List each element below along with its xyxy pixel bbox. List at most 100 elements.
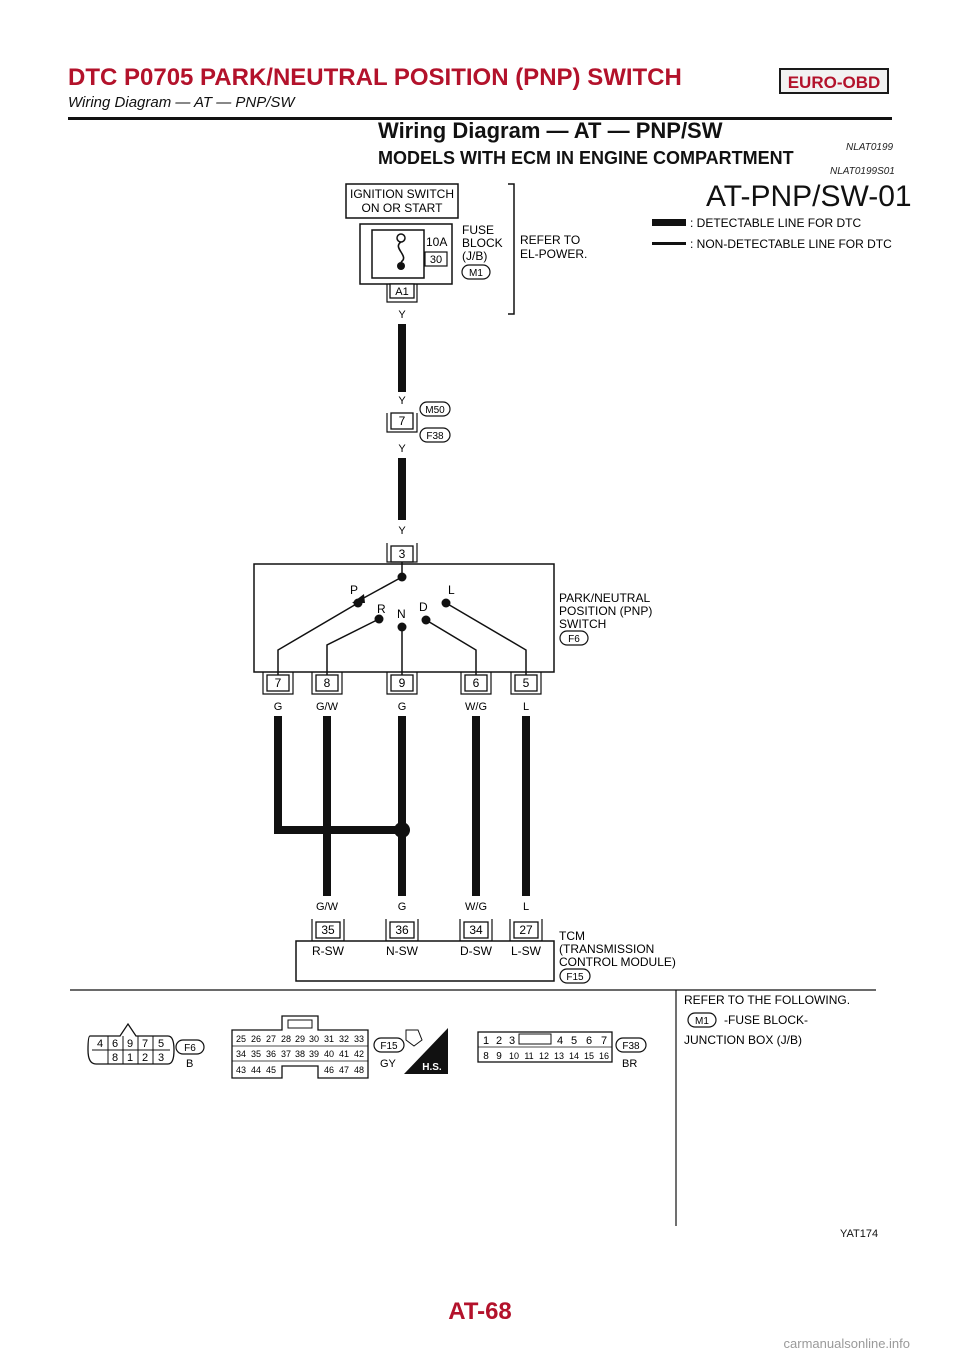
f15-pin: 25 bbox=[236, 1034, 246, 1044]
diagram-code: AT-PNP/SW-01 bbox=[706, 180, 912, 213]
refer-bracket bbox=[508, 183, 515, 315]
f38-pin: 2 bbox=[496, 1035, 502, 1047]
wire-g-pin7-down bbox=[274, 716, 282, 832]
connector-f15-pins: 25 26 27 28 29 30 31 32 33 34 35 36 37 3… bbox=[236, 1034, 364, 1075]
pnp-label-line2: POSITION (PNP) bbox=[559, 604, 652, 618]
refer-following-connector-oval bbox=[687, 1012, 717, 1028]
header-divider bbox=[68, 117, 892, 120]
tcm-label-line2: (TRANSMISSION bbox=[559, 942, 654, 956]
f15-pin: 48 bbox=[354, 1065, 364, 1075]
f38-pin: 10 bbox=[509, 1051, 519, 1061]
f15-pin: 47 bbox=[339, 1065, 349, 1075]
pnp-label-l: L bbox=[448, 583, 455, 597]
wire-color-g-pin9: G bbox=[398, 701, 407, 713]
f6-pin: 4 bbox=[97, 1038, 103, 1050]
f15-pin: 45 bbox=[266, 1065, 276, 1075]
connector-f6-oval bbox=[175, 1039, 205, 1055]
connector-f6-color: B bbox=[186, 1058, 193, 1070]
tcm-pin-34: 34 bbox=[469, 923, 483, 937]
pnp-lead-l bbox=[445, 602, 527, 676]
tcm-pin-box-27 bbox=[513, 921, 539, 939]
pnp-lead-p bbox=[277, 602, 359, 676]
f6-pin: 9 bbox=[127, 1038, 133, 1050]
f15-pin: 38 bbox=[295, 1049, 305, 1059]
f15-pin: 44 bbox=[251, 1065, 261, 1075]
pnp-switch: 3 P R N D L PARK/NEUTRAL POSITION (PNP) … bbox=[253, 543, 652, 695]
fuse-connector-oval bbox=[461, 264, 491, 280]
wire-wg bbox=[472, 716, 480, 896]
tcm-pin-27: 27 bbox=[519, 923, 533, 937]
tcm-box bbox=[295, 940, 555, 982]
pnp-lead-r bbox=[326, 618, 380, 676]
f6-pin: 5 bbox=[158, 1038, 164, 1050]
connector-f15-outline bbox=[231, 1015, 369, 1079]
pnp-pin-box-6 bbox=[464, 674, 488, 692]
fuse-terminal-bracket bbox=[386, 284, 418, 303]
euro-obd-badge: EURO-OBD bbox=[779, 68, 889, 94]
pnp-connector-oval bbox=[559, 630, 589, 646]
ignition-switch-box bbox=[345, 183, 459, 219]
fuse-label-line2: BLOCK bbox=[462, 236, 503, 250]
pnp-pin-7: 7 bbox=[275, 676, 282, 690]
pnp-pin-bracket-5 bbox=[510, 672, 542, 695]
f38-pin: 7 bbox=[601, 1035, 607, 1047]
pnp-label-p: P bbox=[350, 583, 358, 597]
f6-pin: 2 bbox=[142, 1052, 148, 1064]
wire-color-y-4: Y bbox=[398, 525, 406, 537]
wire-y-segment-1 bbox=[398, 324, 406, 392]
connector-f15-color: GY bbox=[380, 1058, 397, 1070]
wire-color-gw-pin8: G/W bbox=[316, 701, 339, 713]
wire-gw bbox=[323, 716, 331, 896]
joint-connector-bracket bbox=[386, 413, 418, 433]
page-number: AT-68 bbox=[448, 1298, 512, 1325]
fuse-terminal-box bbox=[389, 283, 415, 299]
joint-connector-f38-oval bbox=[419, 427, 451, 443]
f15-pin: 26 bbox=[251, 1034, 261, 1044]
wire-color-g-pin7: G bbox=[274, 701, 283, 713]
harness-wires bbox=[274, 716, 530, 896]
f6-pin: 1 bbox=[127, 1052, 133, 1064]
joint-connector-m50-oval bbox=[419, 401, 451, 417]
refer-following-connector: M1 bbox=[695, 1016, 709, 1027]
section-title-id: NLAT0199 bbox=[846, 142, 894, 153]
pnp-pin-box-8 bbox=[315, 674, 339, 692]
f6-pin: 3 bbox=[158, 1052, 164, 1064]
ignition-switch-line1: IGNITION SWITCH bbox=[350, 187, 454, 201]
hs-triangle bbox=[404, 1028, 448, 1074]
tcm-label-line3: CONTROL MODULE) bbox=[559, 955, 676, 969]
connector-f15-name: F15 bbox=[380, 1041, 398, 1052]
fuse-terminal-bottom bbox=[397, 262, 405, 270]
pnp-label-line3: SWITCH bbox=[559, 617, 606, 631]
wire-y-segment-2 bbox=[398, 458, 406, 520]
connector-f38-face: 1 2 3 4 5 6 7 8 9 10 11 12 13 14 15 16 F… bbox=[477, 1031, 647, 1070]
f15-pin: 29 bbox=[295, 1034, 305, 1044]
pnp-pin-8: 8 bbox=[324, 676, 331, 690]
connector-f15-oval bbox=[373, 1037, 405, 1053]
joint-connector-pin: 7 bbox=[399, 414, 406, 428]
fuse-number-box bbox=[424, 251, 448, 267]
tcm-pin-box-36 bbox=[389, 921, 415, 939]
pnp-label-r: R bbox=[377, 602, 386, 616]
pnp-pin-9: 9 bbox=[399, 676, 406, 690]
pnp-switch-box bbox=[253, 563, 555, 673]
connector-f15-face: 25 26 27 28 29 30 31 32 33 34 35 36 37 3… bbox=[231, 1015, 448, 1079]
connector-f6-name: F6 bbox=[184, 1043, 196, 1054]
connector-f6-face: 4 6 9 7 5 8 1 2 3 F6 B bbox=[87, 1022, 205, 1070]
tcm-label-line1: TCM bbox=[559, 929, 585, 943]
wire-l bbox=[522, 716, 530, 896]
refer-line2: EL-POWER. bbox=[520, 247, 587, 261]
tcm: 35 36 34 27 R-SW N-SW D-SW L-SW TCM (TRA… bbox=[295, 919, 676, 984]
tcm-pin-36: 36 bbox=[395, 923, 409, 937]
f15-pin: 35 bbox=[251, 1049, 261, 1059]
f15-pin: 41 bbox=[339, 1049, 349, 1059]
legend-detectable-label: : DETECTABLE LINE FOR DTC bbox=[690, 216, 861, 230]
tcm-terminal-n-sw: N-SW bbox=[386, 944, 419, 958]
ignition-switch: IGNITION SWITCH ON OR START bbox=[345, 183, 459, 219]
refer-following-line3: JUNCTION BOX (J/B) bbox=[684, 1033, 802, 1047]
joint-connector-f38: F38 bbox=[426, 431, 444, 442]
fuse-icon bbox=[397, 241, 405, 263]
f15-pin: 30 bbox=[309, 1034, 319, 1044]
f6-pin: 6 bbox=[112, 1038, 118, 1050]
section-title: Wiring Diagram — AT — PNP/SW bbox=[378, 118, 723, 143]
f15-pin: 31 bbox=[324, 1034, 334, 1044]
